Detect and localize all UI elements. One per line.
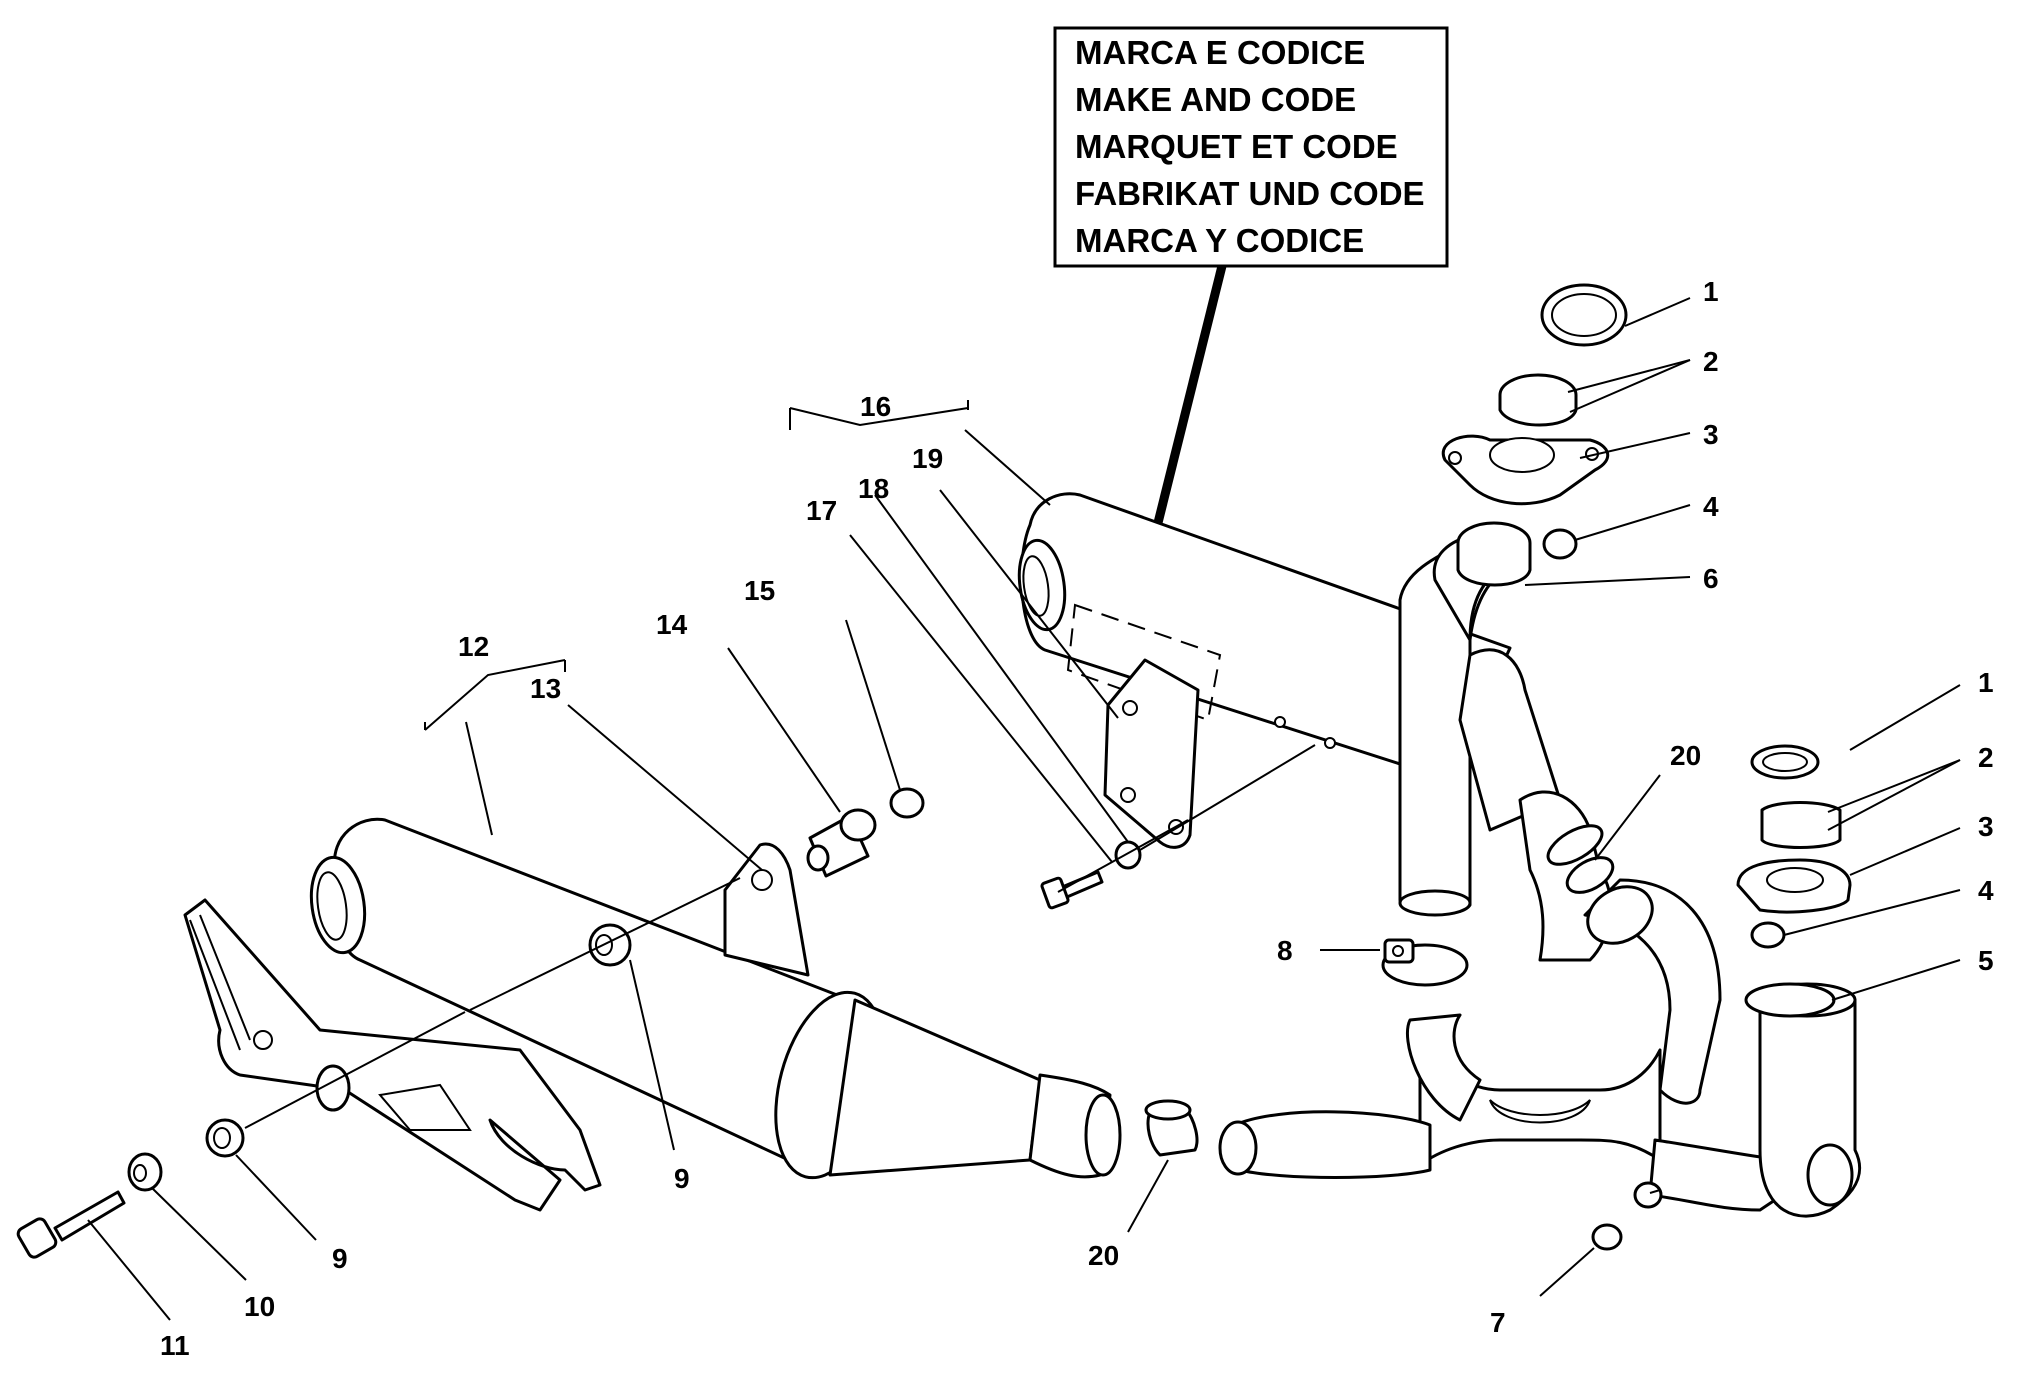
washer-10 — [127, 1152, 163, 1192]
flange-top — [1441, 434, 1609, 506]
callout-2-top: 2 — [1703, 346, 1719, 377]
make-code-box: MARCA E CODICE MAKE AND CODE MARQUET ET … — [1053, 26, 1449, 268]
callout-3-top: 3 — [1703, 419, 1719, 450]
bolt-17 — [1040, 870, 1104, 910]
callout-20-bottom: 20 — [1088, 1240, 1119, 1271]
callout-3-right: 3 — [1978, 811, 1994, 842]
callout-11: 11 — [160, 1330, 190, 1361]
leader-lines — [87, 297, 1961, 1321]
callout-16: 16 — [860, 391, 891, 422]
grommet-middle — [588, 923, 632, 967]
pipe-sleeve — [1744, 982, 1836, 1018]
callout-10: 10 — [244, 1291, 275, 1322]
callout-6: 6 — [1703, 563, 1719, 594]
flange-right — [1736, 858, 1852, 914]
callout-19: 19 — [912, 443, 943, 474]
grommet-left — [205, 1118, 245, 1158]
pipe-socket — [1456, 521, 1532, 587]
callout-9-left: 9 — [332, 1243, 348, 1274]
make-code-line-3: MARQUET ET CODE — [1075, 128, 1398, 165]
half-rings-right — [1760, 801, 1842, 849]
nut-right — [1750, 921, 1786, 949]
washer-18 — [1114, 840, 1142, 870]
callout-13: 13 — [530, 673, 561, 704]
callout-17: 17 — [806, 495, 837, 526]
left-silencer — [309, 817, 1122, 1180]
make-code-line-1: MARCA E CODICE — [1075, 34, 1365, 71]
bolt-11 — [16, 1190, 126, 1259]
make-code-line-4: FABRIKAT UND CODE — [1075, 175, 1425, 212]
sensor-boss — [1633, 1181, 1663, 1209]
callout-14: 14 — [656, 609, 688, 640]
callout-12: 12 — [458, 631, 489, 662]
make-code-line-5: MARCA Y CODICE — [1075, 222, 1364, 259]
callout-5: 5 — [1978, 945, 1994, 976]
nut-top — [1542, 528, 1578, 560]
callout-20-right: 20 — [1670, 740, 1701, 771]
callout-1-right: 1 — [1978, 667, 1994, 698]
coupling-sleeve — [1144, 1099, 1199, 1157]
nut-15 — [889, 787, 925, 819]
callout-7: 7 — [1490, 1307, 1506, 1338]
callout-18: 18 — [858, 473, 889, 504]
drain-plug — [1591, 1223, 1623, 1251]
half-rings-top — [1498, 373, 1578, 427]
callout-1-top: 1 — [1703, 276, 1719, 307]
callout-4-right: 4 — [1978, 875, 1994, 906]
right-silencer — [1017, 492, 1512, 849]
bushing — [806, 808, 877, 878]
make-code-line-2: MAKE AND CODE — [1075, 81, 1356, 118]
clamp — [1381, 938, 1469, 987]
callout-9-middle: 9 — [674, 1163, 690, 1194]
callout-15: 15 — [744, 575, 775, 606]
footrest-bracket — [183, 898, 602, 1212]
callout-8: 8 — [1277, 935, 1293, 966]
callout-2-right: 2 — [1978, 742, 1994, 773]
callout-numbers: 1 2 3 4 6 1 2 3 4 5 20 20 8 7 16 17 18 1… — [160, 276, 1994, 1361]
callout-4-top: 4 — [1703, 491, 1719, 522]
